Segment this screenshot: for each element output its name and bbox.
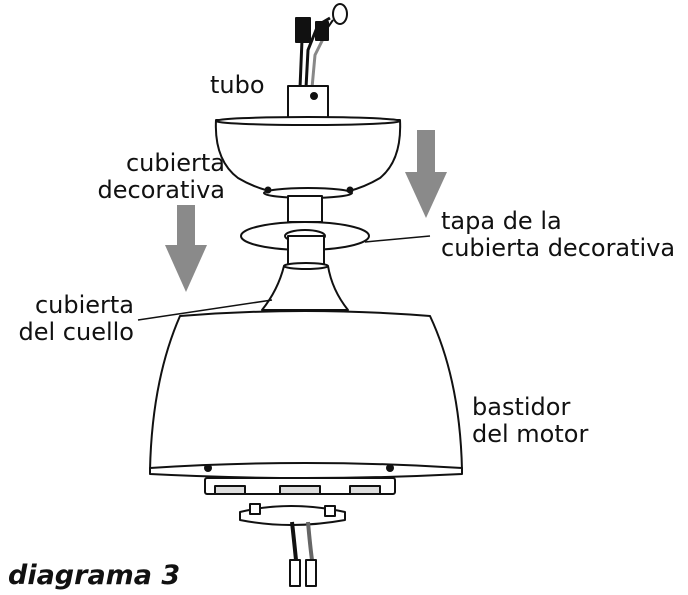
collar-cover	[261, 262, 349, 311]
switch-housing	[204, 477, 396, 495]
label-tapa-cubierta: tapa de la cubierta decorativa	[441, 208, 675, 262]
rod-section	[287, 195, 323, 223]
bottom-bracket	[239, 503, 346, 526]
label-cubierta-cuello: cubierta del cuello	[8, 291, 135, 346]
label-line: cubierta decorativa	[441, 234, 676, 262]
rod-lower	[287, 235, 325, 267]
canopy	[214, 116, 402, 199]
label-bastidor-motor: bastidor del motor	[472, 394, 588, 448]
leader-lines	[137, 235, 431, 321]
down-arrow-icon	[165, 205, 207, 292]
label-line: cubierta	[125, 149, 225, 177]
downrod	[287, 85, 329, 121]
label-line: bastidor	[472, 393, 571, 421]
label-line: del motor	[472, 420, 589, 448]
label-line: cubierta	[34, 291, 134, 319]
motor-housing	[149, 310, 463, 479]
label-line: decorativa	[97, 176, 225, 204]
down-arrow-icon	[405, 130, 447, 218]
bottom-wires	[289, 521, 317, 587]
label-line: tapa de la	[441, 207, 562, 235]
top-wires	[295, 3, 348, 89]
label-cubierta-decorativa: cubierta decorativa	[60, 150, 225, 204]
label-tubo: tubo	[210, 71, 265, 99]
label-line: del cuello	[18, 318, 135, 346]
diagram-caption: diagrama 3	[8, 560, 181, 591]
